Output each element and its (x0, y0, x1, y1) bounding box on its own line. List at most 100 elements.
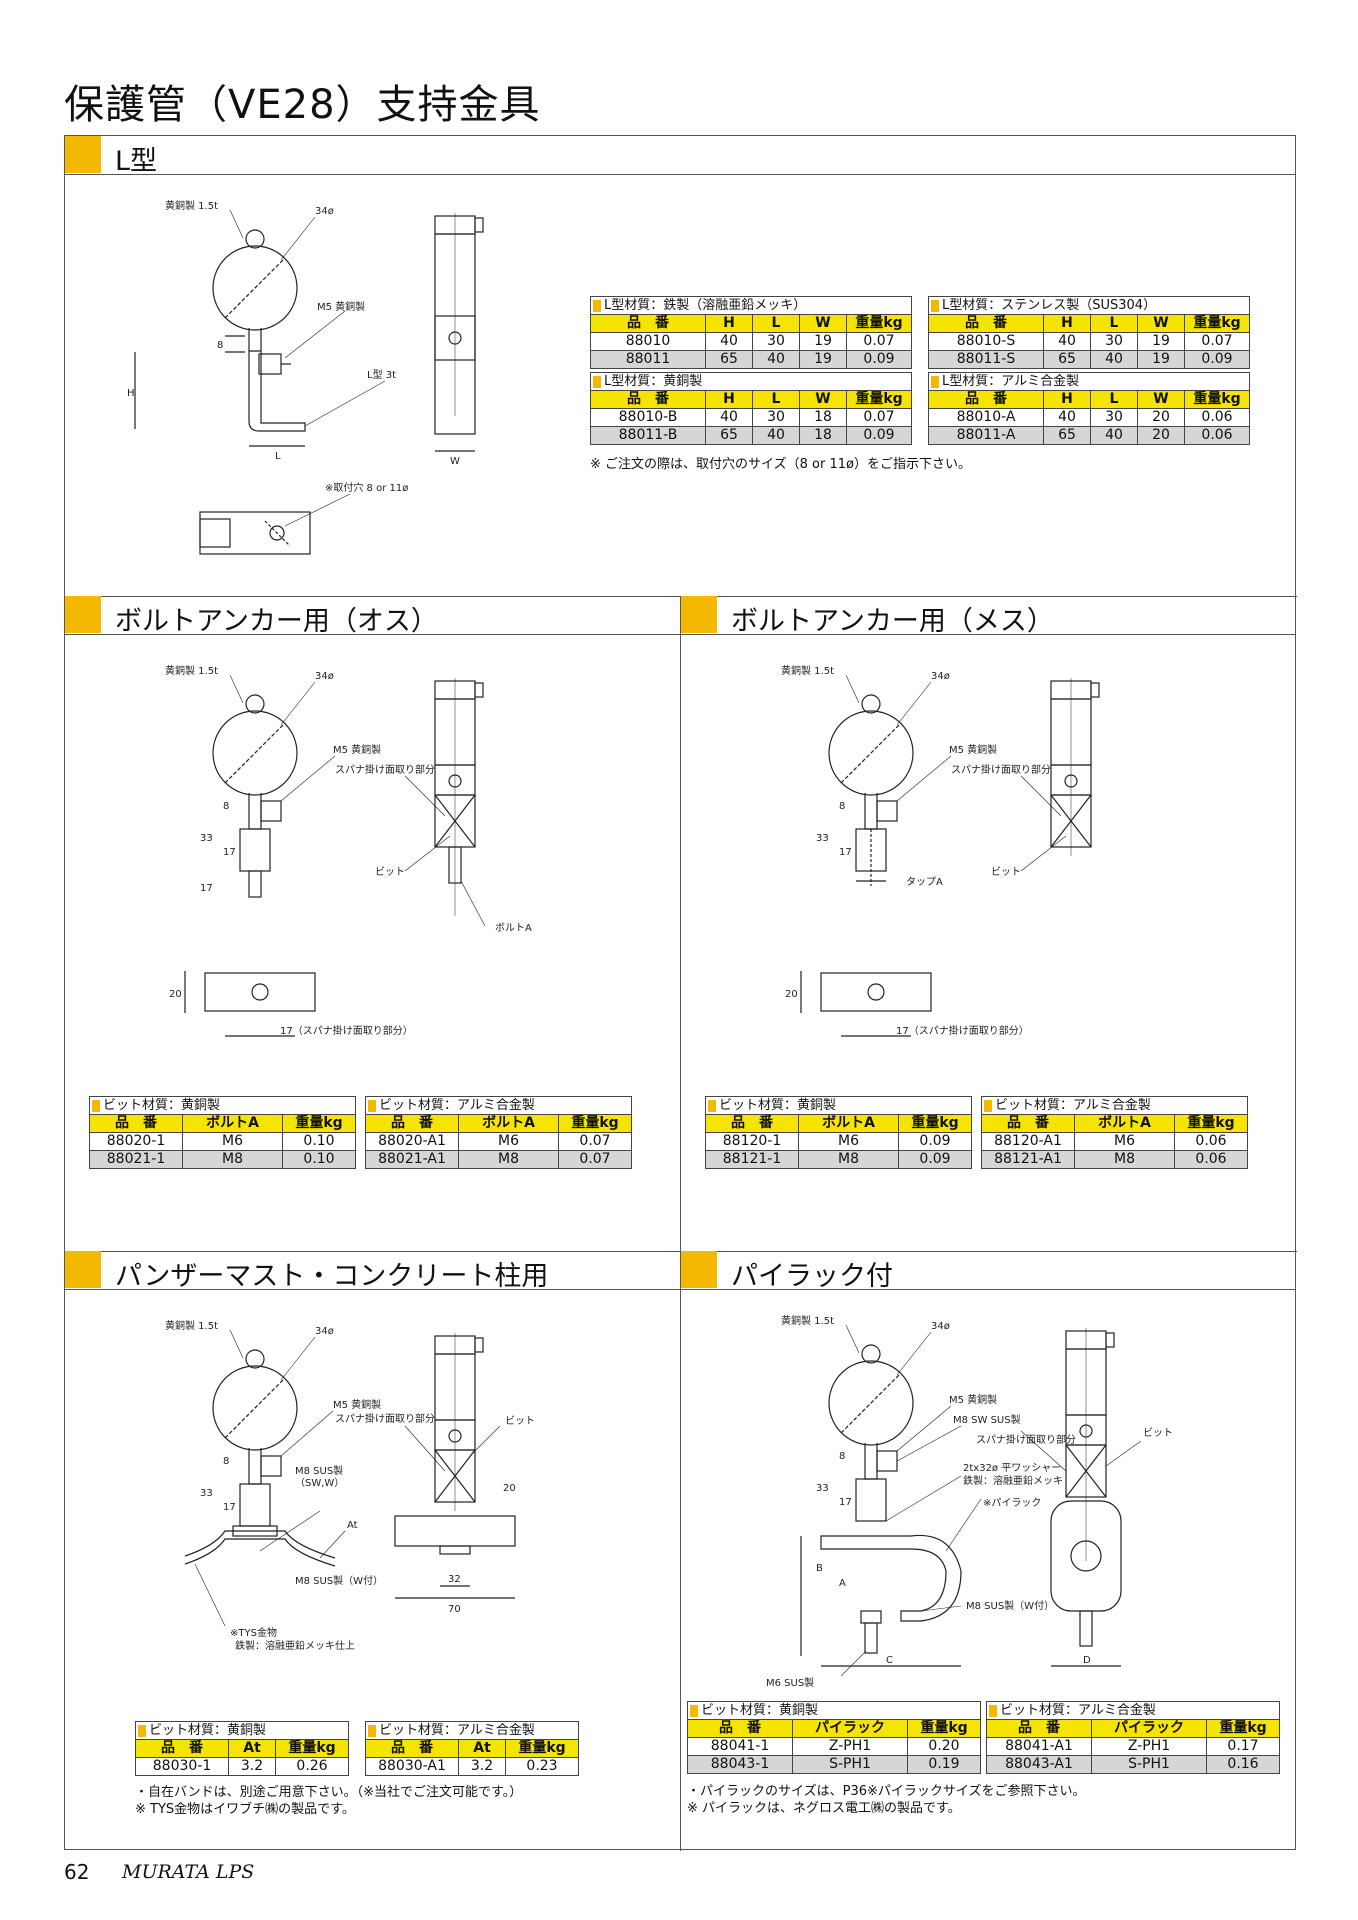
table-caption: ビット材質：アルミ合金製 (986, 1701, 1280, 1720)
table-cell: 88010 (590, 332, 706, 351)
table-header-cell: パイラック (792, 1719, 908, 1738)
table-header-cell: H (705, 314, 753, 333)
footer-page-number: 62 (64, 1860, 90, 1884)
table-cell: 88010-B (590, 408, 706, 427)
table-cell: 30 (752, 408, 800, 427)
caption-text: L型材質：黄銅製 (604, 374, 703, 389)
label-m5-brass: M5 黄銅製 (333, 743, 381, 756)
caption-marker (931, 375, 939, 388)
table-cell: 0.10 (282, 1132, 356, 1151)
caption-marker (690, 1704, 698, 1717)
dim-8: 8 (223, 801, 229, 812)
caption-text: ビット材質：黄銅製 (701, 1703, 819, 1718)
table-cell: 88011 (590, 350, 706, 369)
table-caption: ビット材質：アルミ合金製 (981, 1096, 1248, 1115)
table-cell: 0.06 (1174, 1132, 1248, 1151)
table-cell: 40 (752, 426, 800, 445)
table-cell: M8 (798, 1150, 899, 1169)
table-cell: 65 (1043, 426, 1091, 445)
dim-20: 20 (785, 989, 798, 1000)
dim-w: W (450, 456, 460, 467)
table-cell: 88041-1 (687, 1737, 793, 1756)
table-header-cell: 品 番 (89, 1114, 183, 1133)
table-header-cell: 品 番 (705, 1114, 799, 1133)
dim-33: 33 (816, 1483, 829, 1494)
table-header-cell: 重量kg (505, 1739, 579, 1758)
label-washer-1: 2tx32ø 平ワッシャー (963, 1463, 1061, 1474)
table-header-cell: ボルトA (182, 1114, 283, 1133)
table-header-cell: 重量kg (846, 390, 912, 409)
label-bit: ビット (1143, 1427, 1173, 1439)
table-cell: M6 (458, 1132, 559, 1151)
label-l-type-3t: L型 3t (367, 368, 396, 381)
panzer-note-1: ・自在バンドは、別途ご用意下さい。（※当社でご注文可能です。） (135, 1785, 523, 1800)
table-header-cell: 重量kg (1184, 314, 1250, 333)
table-header-cell: H (1043, 314, 1091, 333)
table-cell: 40 (705, 408, 753, 427)
bolt-male-drawing: 黄銅製 1.5t 34ø M5 黄銅製 スパナ掛け面取り部分 ビット ボルトA … (165, 664, 532, 1037)
table-header-cell: 品 番 (928, 390, 1044, 409)
caption-text: ビット材質：アルミ合金製 (995, 1098, 1151, 1113)
table-cell: S-PH1 (1091, 1755, 1207, 1774)
label-brass-1-5t: 黄銅製 1.5t (781, 1314, 834, 1327)
label-dia-34: 34ø (315, 206, 334, 217)
table-cell: 88121-1 (705, 1150, 799, 1169)
table-caption: L型材質：ステンレス製（SUS304） (928, 296, 1250, 315)
table-caption: ビット材質：アルミ合金製 (365, 1721, 579, 1740)
table-cell: Z-PH1 (1091, 1737, 1207, 1756)
caption-marker (138, 1724, 146, 1737)
dim-8: 8 (223, 1456, 229, 1467)
caption-text: ビット材質：黄銅製 (103, 1098, 221, 1113)
dim-32: 32 (448, 1574, 461, 1585)
rack-note-1: ・パイラックのサイズは、P36※パイラックサイズをご参照下さい。 (687, 1784, 1086, 1799)
table-cell: M8 (1074, 1150, 1175, 1169)
label-m8-sus-w: M8 SUS製（W付） (295, 1574, 383, 1587)
table-cell: 40 (705, 332, 753, 351)
label-sw-w: （SW,W） (295, 1477, 344, 1489)
dim-17: 17 (839, 847, 852, 858)
table-header-cell: 重量kg (846, 314, 912, 333)
table-header-cell: 重量kg (907, 1719, 981, 1738)
section-title: ボルトアンカー用（メス） (731, 606, 1054, 637)
table-caption: L型材質：アルミ合金製 (928, 372, 1250, 391)
table-header-cell: パイラック (1091, 1719, 1207, 1738)
table-cell: 18 (799, 408, 847, 427)
table-cell: 88021-A1 (365, 1150, 459, 1169)
table-header-cell: 重量kg (558, 1114, 632, 1133)
table-cell: 88021-1 (89, 1150, 183, 1169)
table-header-cell: ボルトA (1074, 1114, 1175, 1133)
table-header-cell: 品 番 (365, 1739, 459, 1758)
panzer-drawing: 黄銅製 1.5t 34ø M5 黄銅製 M8 SUS製 （SW,W） At M8… (165, 1319, 535, 1652)
label-m6-sus: M6 SUS製 (766, 1676, 814, 1689)
section-title: パンザーマスト・コンクリート柱用 (115, 1261, 549, 1292)
label-m5-brass: M5 黄銅製 (949, 1393, 997, 1406)
caption-marker (368, 1099, 376, 1112)
section-panzer: パンザーマスト・コンクリート柱用 (65, 1251, 680, 1851)
table-header-cell: 品 番 (135, 1739, 229, 1758)
table-header-cell: L (752, 390, 800, 409)
table-cell: 88043-1 (687, 1755, 793, 1774)
table-header-cell: 品 番 (590, 390, 706, 409)
label-tys-1: ※TYS金物 (230, 1626, 277, 1639)
table-cell: M8 (182, 1150, 283, 1169)
table-header-cell: H (705, 390, 753, 409)
table-cell: 40 (1090, 350, 1138, 369)
table-cell: S-PH1 (792, 1755, 908, 1774)
label-bolt-a: ボルトA (495, 922, 532, 934)
table-header-cell: 品 番 (687, 1719, 793, 1738)
label-dia-34: 34ø (315, 671, 334, 682)
table-cell: 0.06 (1184, 408, 1250, 427)
table-cell: 19 (799, 350, 847, 369)
table-cell: 3.2 (228, 1757, 276, 1776)
table-header-cell: At (458, 1739, 506, 1758)
caption-text: ビット材質：アルミ合金製 (1000, 1703, 1156, 1718)
